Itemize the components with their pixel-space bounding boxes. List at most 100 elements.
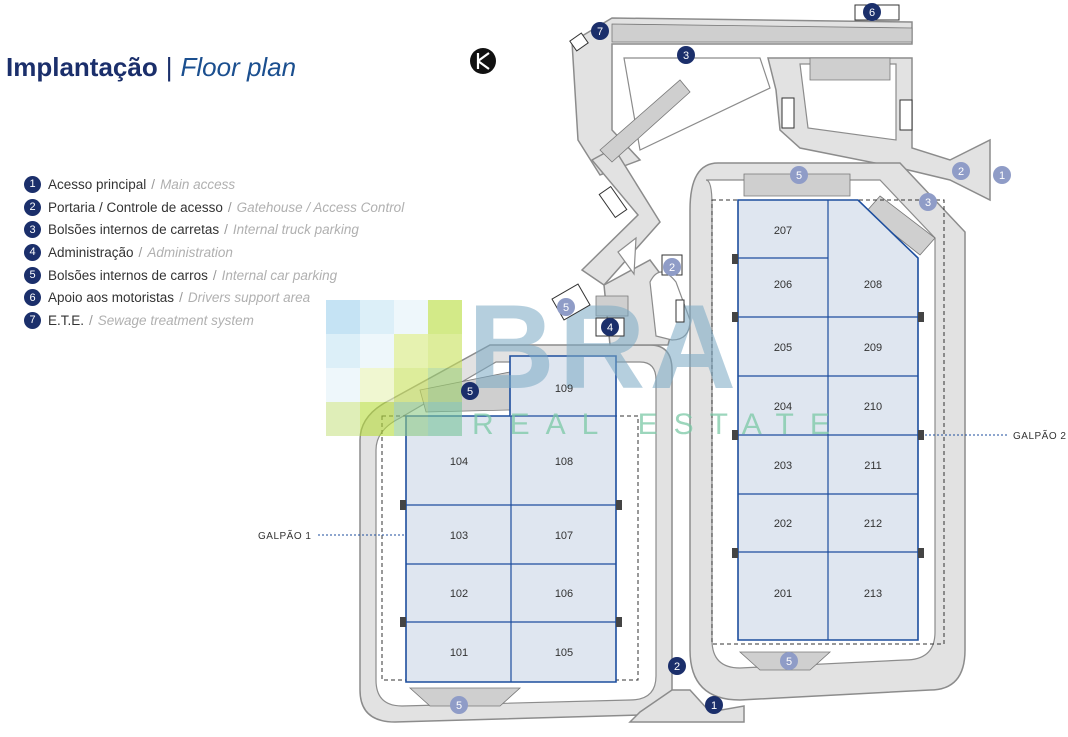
svg-text:4: 4 bbox=[607, 322, 613, 334]
marker-gatehouse: 2 bbox=[668, 657, 686, 675]
marker-gatehouse: 2 bbox=[663, 258, 681, 276]
marker-main-access: 1 bbox=[705, 696, 723, 714]
unit-label: 204 bbox=[774, 401, 792, 413]
unit-label: 209 bbox=[864, 342, 882, 354]
marker-car-parking: 5 bbox=[450, 696, 468, 714]
legend-label-en: Main access bbox=[160, 176, 236, 192]
svg-text:5: 5 bbox=[563, 302, 569, 314]
legend-item-gatehouse: 2 Portaria / Controle de acesso/Gatehous… bbox=[24, 196, 404, 219]
marker-car-parking: 5 bbox=[780, 652, 798, 670]
marker-administration: 4 bbox=[601, 318, 619, 336]
unit-label: 105 bbox=[555, 647, 573, 659]
title-english: Floor plan bbox=[180, 52, 297, 82]
legend: 1 Acesso principal/Main access 2 Portari… bbox=[24, 173, 404, 332]
galpao-1-label: GALPÃO 1 bbox=[258, 529, 311, 542]
legend-number-badge: 3 bbox=[24, 221, 41, 239]
legend-label-en: Sewage treatment system bbox=[97, 312, 254, 328]
legend-label-en: Gatehouse / Access Control bbox=[236, 199, 405, 215]
legend-item-car-parking: 5 Bolsões internos de carros/Internal ca… bbox=[24, 264, 404, 287]
svg-text:3: 3 bbox=[683, 50, 689, 62]
marker-main-access: 1 bbox=[993, 166, 1011, 184]
unit-label: 201 bbox=[774, 588, 792, 600]
svg-text:5: 5 bbox=[786, 656, 792, 668]
legend-label-pt: Bolsões internos de carros bbox=[48, 267, 208, 283]
galpao-2-label: GALPÃO 2 bbox=[1013, 429, 1066, 442]
svg-text:1: 1 bbox=[999, 170, 1005, 182]
legend-label-en: Drivers support area bbox=[187, 290, 311, 306]
unit-label: 207 bbox=[774, 225, 792, 237]
north-arrow-icon bbox=[470, 48, 496, 74]
legend-label-pt: Bolsões internos de carretas bbox=[48, 222, 220, 238]
legend-number-badge: 5 bbox=[24, 266, 41, 284]
legend-slash: / bbox=[179, 290, 183, 306]
legend-label-en: Internal truck parking bbox=[232, 222, 359, 238]
unit-label: 213 bbox=[864, 588, 882, 600]
unit-label: 210 bbox=[864, 401, 882, 413]
marker-car-parking: 5 bbox=[557, 298, 575, 316]
legend-slash: / bbox=[138, 244, 143, 260]
svg-text:2: 2 bbox=[674, 661, 680, 673]
svg-text:1: 1 bbox=[711, 700, 717, 712]
legend-number-badge: 6 bbox=[24, 289, 41, 307]
legend-item-main-access: 1 Acesso principal/Main access bbox=[24, 173, 404, 196]
marker-sewage: 7 bbox=[591, 22, 609, 40]
svg-text:5: 5 bbox=[456, 700, 462, 712]
legend-label-en: Internal car parking bbox=[221, 267, 338, 283]
unit-label: 102 bbox=[450, 588, 468, 600]
unit-label: 101 bbox=[450, 647, 468, 659]
unit-label: 211 bbox=[864, 460, 882, 472]
legend-label-pt: Portaria / Controle de acesso bbox=[48, 199, 223, 215]
galpao-1-units: 109 104 108 103 107 102 106 101 105 bbox=[450, 383, 573, 659]
svg-text:2: 2 bbox=[669, 262, 675, 274]
legend-item-truck-parking: 3 Bolsões internos de carretas/Internal … bbox=[24, 218, 404, 241]
unit-label: 205 bbox=[774, 342, 792, 354]
svg-text:5: 5 bbox=[467, 386, 473, 398]
dock-doors bbox=[400, 254, 924, 627]
page-title: Implantação|Floor plan bbox=[6, 52, 296, 83]
legend-item-drivers-support: 6 Apoio aos motoristas/Drivers support a… bbox=[24, 286, 404, 309]
legend-slash: / bbox=[212, 267, 217, 283]
marker-truck-parking: 3 bbox=[677, 46, 695, 64]
title-portuguese: Implantação bbox=[6, 52, 158, 82]
unit-label: 104 bbox=[450, 456, 468, 468]
unit-label: 106 bbox=[555, 588, 573, 600]
legend-item-administration: 4 Administração/Administration bbox=[24, 241, 404, 264]
unit-label: 107 bbox=[555, 530, 573, 542]
legend-number-badge: 2 bbox=[24, 198, 41, 216]
unit-label: 208 bbox=[864, 279, 882, 291]
legend-label-pt: E.T.E. bbox=[48, 312, 85, 328]
galpao-2-building bbox=[737, 199, 919, 641]
svg-text:7: 7 bbox=[597, 26, 603, 38]
galpao-2-units: 207 206 208 205 209 204 210 203 211 202 … bbox=[774, 225, 882, 600]
svg-text:2: 2 bbox=[958, 166, 964, 178]
legend-label-pt: Apoio aos motoristas bbox=[48, 290, 175, 306]
marker-car-parking: 5 bbox=[790, 166, 808, 184]
galpao-1-building bbox=[405, 355, 617, 683]
legend-label-pt: Administração bbox=[48, 244, 134, 260]
legend-slash: / bbox=[224, 222, 228, 238]
unit-label: 203 bbox=[774, 460, 792, 472]
unit-label: 109 bbox=[555, 383, 573, 395]
unit-label: 212 bbox=[864, 518, 882, 530]
legend-slash: / bbox=[89, 312, 93, 328]
marker-drivers-support: 6 bbox=[863, 3, 881, 21]
legend-number-badge: 7 bbox=[24, 311, 41, 329]
svg-text:3: 3 bbox=[925, 197, 931, 209]
unit-label: 108 bbox=[555, 456, 573, 468]
title-separator: | bbox=[165, 52, 173, 82]
legend-item-sewage: 7 E.T.E./Sewage treatment system bbox=[24, 309, 404, 332]
site-markers: 7 6 3 5 2 1 3 2 5 4 5 2 5 5 1 bbox=[450, 3, 1011, 714]
watermark-subtitle: REAL ESTATE bbox=[472, 408, 846, 441]
svg-text:6: 6 bbox=[869, 7, 875, 19]
legend-label-pt: Acesso principal bbox=[48, 176, 147, 192]
watermark-brand: BRA bbox=[468, 280, 740, 414]
galpao-callouts: GALPÃO 1 GALPÃO 2 bbox=[258, 429, 1066, 542]
legend-number-badge: 4 bbox=[24, 243, 41, 261]
marker-car-parking: 5 bbox=[461, 382, 479, 400]
legend-label-en: Administration bbox=[147, 244, 233, 260]
unit-label: 103 bbox=[450, 530, 468, 542]
legend-slash: / bbox=[227, 199, 232, 215]
marker-truck-parking: 3 bbox=[919, 193, 937, 211]
watermark: BRA REAL ESTATE bbox=[326, 280, 846, 441]
